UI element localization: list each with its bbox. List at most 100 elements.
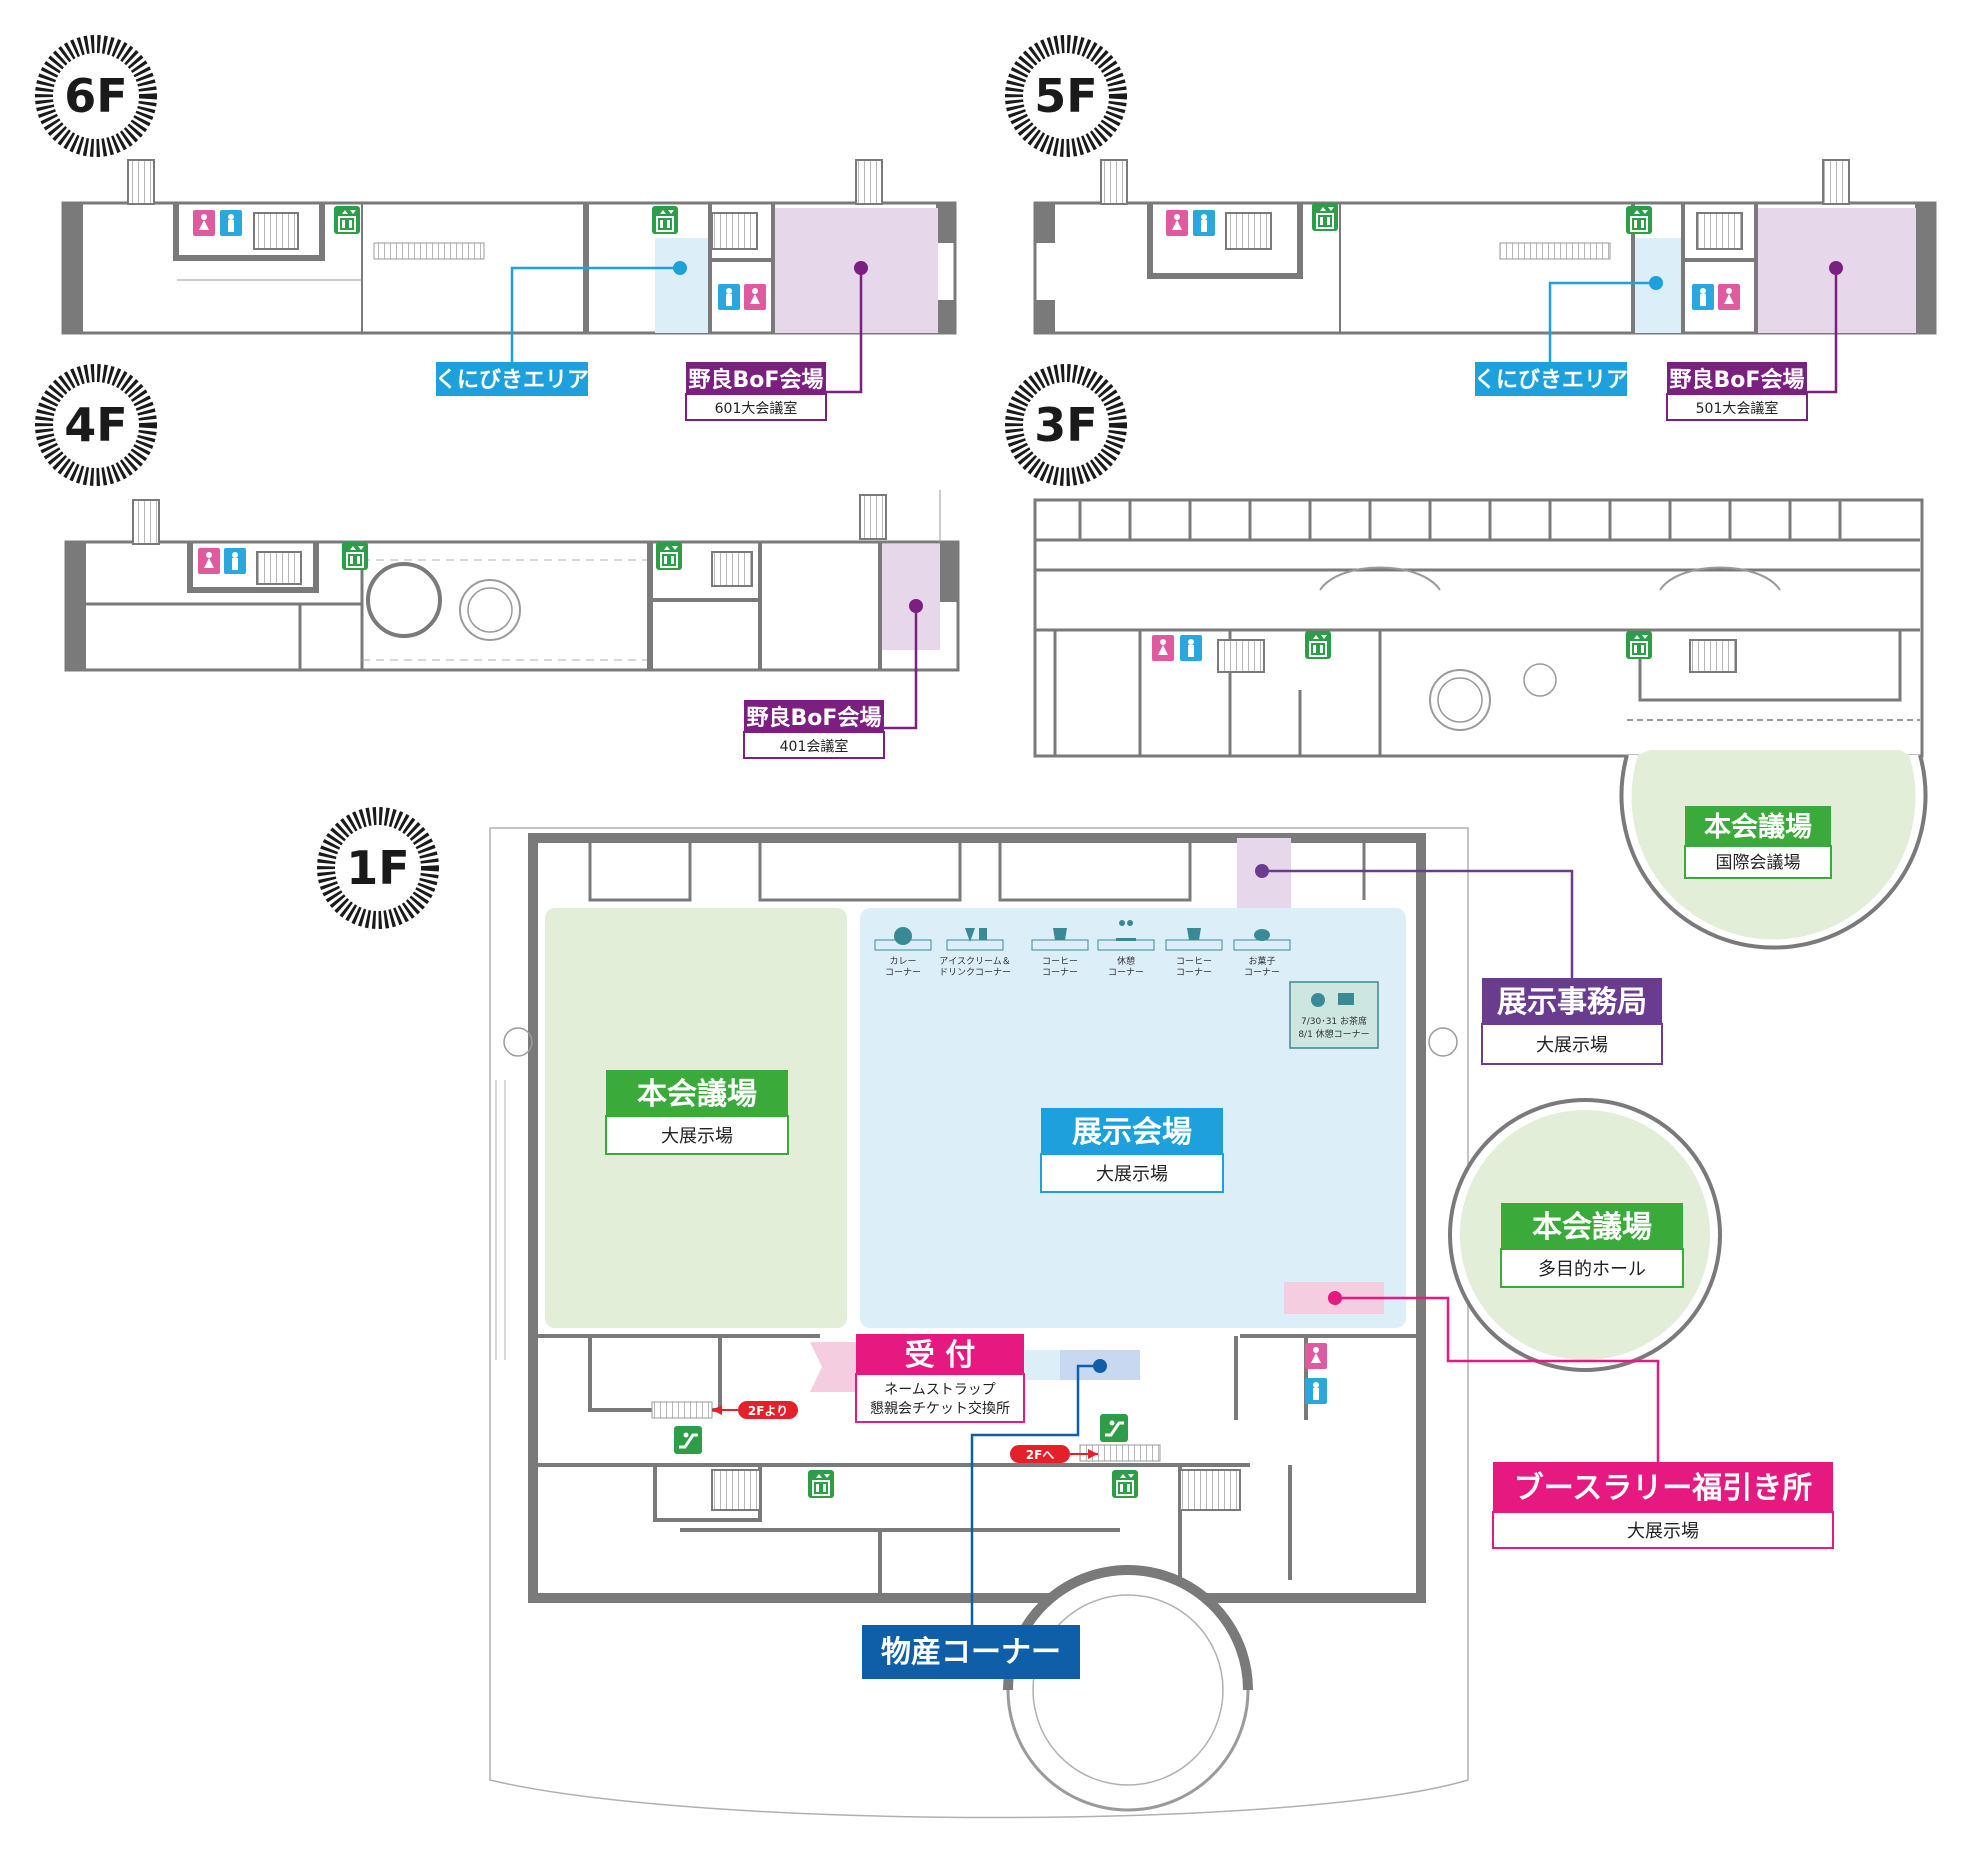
escalator-icon xyxy=(1098,1412,1130,1444)
svg-text:601大会議室: 601大会議室 xyxy=(715,400,798,417)
svg-text:2Fより: 2Fより xyxy=(748,1404,788,1418)
svg-text:ブースラリー福引き所: ブースラリー福引き所 xyxy=(1514,1471,1813,1506)
elevator-icon xyxy=(651,205,679,235)
svg-text:ドリンクコーナー: ドリンクコーナー xyxy=(939,967,1011,978)
reception-label: 受 付 ネームストラップ 懇親会チケット交換所 xyxy=(855,1334,1025,1423)
svg-text:受 付: 受 付 xyxy=(905,1338,975,1373)
exhibition-office-label: 展示事務局 大展示場 xyxy=(1481,978,1663,1065)
elevator-icon xyxy=(655,541,683,571)
svg-text:501大会議室: 501大会議室 xyxy=(1696,400,1779,417)
svg-text:401会議室: 401会議室 xyxy=(780,738,849,755)
women-restroom-icon xyxy=(1305,1343,1327,1369)
svg-text:コーヒー: コーヒー xyxy=(1042,956,1078,967)
svg-text:くにびきエリア: くにびきエリア xyxy=(435,368,589,393)
multipurpose-hall-label: 本会議場 多目的ホール xyxy=(1500,1203,1684,1288)
svg-text:大展示場: 大展示場 xyxy=(1536,1035,1608,1056)
men-restroom-icon xyxy=(718,284,740,310)
svg-text:コーヒー: コーヒー xyxy=(1176,956,1212,967)
elevator-icon xyxy=(1311,202,1339,232)
food-corner-row: カレー コーナー アイスクリーム＆ ドリンクコーナー コーヒー コーナー 休憩 … xyxy=(874,920,1291,978)
elevator-icon xyxy=(807,1469,835,1499)
svg-text:多目的ホール: 多目的ホール xyxy=(1538,1259,1646,1280)
floor-badge-1f: 1F xyxy=(326,816,430,920)
curry-icon xyxy=(894,927,912,945)
coffee-corner-2: コーヒー コーナー xyxy=(1165,928,1223,978)
svg-text:アイスクリーム＆: アイスクリーム＆ xyxy=(939,956,1010,967)
rest-icon xyxy=(1338,993,1354,1005)
curry-corner: カレー コーナー xyxy=(874,927,932,978)
svg-text:大展示場: 大展示場 xyxy=(1627,1521,1699,1542)
men-restroom-icon xyxy=(1692,284,1714,310)
women-restroom-icon xyxy=(198,548,220,574)
floor-badge-3f: 3F xyxy=(1014,373,1118,477)
elevator-icon xyxy=(333,205,361,235)
men-restroom-icon xyxy=(1180,635,1202,661)
svg-text:物産コーナー: 物産コーナー xyxy=(881,1635,1061,1670)
floor-6f: 6F くにびきエリア xyxy=(44,44,957,421)
svg-text:展示事務局: 展示事務局 xyxy=(1497,985,1647,1020)
svg-text:コーナー: コーナー xyxy=(1042,967,1078,978)
main-hall-label-1f: 本会議場 大展示場 xyxy=(605,1070,789,1155)
floor-badge-5f: 5F xyxy=(1014,44,1118,148)
svg-text:展示会場: 展示会場 xyxy=(1072,1115,1192,1150)
floor-3f: 3F 本会議場 国際会議場 xyxy=(1014,373,1928,950)
women-restroom-icon xyxy=(744,284,766,310)
to-2f-sign: 2Fへ xyxy=(1010,1445,1098,1463)
local-products-corner-label: 物産コーナー xyxy=(862,1625,1080,1679)
main-hall-label-3f: 本会議場 国際会議場 xyxy=(1684,806,1832,879)
icecream-drink-corner: アイスクリーム＆ ドリンクコーナー xyxy=(939,928,1011,978)
floor-1f: 1F xyxy=(326,816,1834,1819)
rest-corner: 休憩 コーナー xyxy=(1097,920,1155,978)
men-restroom-icon xyxy=(1305,1378,1327,1404)
men-restroom-icon xyxy=(224,548,246,574)
svg-text:3F: 3F xyxy=(1034,398,1097,452)
svg-text:お菓子: お菓子 xyxy=(1248,955,1275,967)
bof-venue-label-4f: 野良BoF会場 401会議室 xyxy=(743,700,885,759)
elevator-icon xyxy=(1304,630,1332,660)
exhibit-hall-label: 展示会場 大展示場 xyxy=(1040,1108,1224,1193)
svg-text:コーナー: コーナー xyxy=(1244,967,1280,978)
floor-badge-4f: 4F xyxy=(44,373,148,477)
men-restroom-icon xyxy=(1193,210,1215,236)
elevator-icon xyxy=(1625,630,1653,660)
floor-4f: 4F 野良BoF会場 401会議室 xyxy=(44,373,960,759)
sweets-corner: お菓子 コーナー xyxy=(1233,929,1291,978)
svg-text:野良BoF会場: 野良BoF会場 xyxy=(747,705,882,731)
booth-rally-lottery-label: ブースラリー福引き所 大展示場 xyxy=(1492,1462,1834,1549)
tea-rest-corner: 7/30･31 お茶席 8/1 休憩コーナー xyxy=(1289,981,1379,1049)
svg-text:カレー: カレー xyxy=(889,956,916,967)
escalator-icon xyxy=(672,1424,704,1456)
kunibiki-area-label-6f: くにびきエリア xyxy=(435,362,589,396)
svg-text:2Fへ: 2Fへ xyxy=(1026,1448,1055,1462)
men-restroom-icon xyxy=(220,210,242,236)
svg-text:5F: 5F xyxy=(1034,69,1097,123)
svg-text:コーナー: コーナー xyxy=(885,967,921,978)
kunibiki-area-label-5f: くにびきエリア xyxy=(1474,362,1628,396)
svg-text:懇親会チケット交換所: 懇親会チケット交換所 xyxy=(870,1400,1010,1417)
elevator-icon xyxy=(1111,1469,1139,1499)
women-restroom-icon xyxy=(1166,210,1188,236)
svg-text:休憩: 休憩 xyxy=(1117,955,1135,967)
svg-text:本会議場: 本会議場 xyxy=(1704,812,1812,843)
women-restroom-icon xyxy=(1718,284,1740,310)
svg-text:大展示場: 大展示場 xyxy=(661,1126,733,1147)
from-2f-sign: 2Fより xyxy=(712,1401,798,1419)
svg-text:国際会議場: 国際会議場 xyxy=(1716,853,1801,873)
svg-text:野良BoF会場: 野良BoF会場 xyxy=(689,367,824,393)
coffee-corner: コーヒー コーナー xyxy=(1031,928,1089,978)
icecream-icon xyxy=(965,928,987,942)
floor-badge-6f: 6F xyxy=(44,44,148,148)
svg-text:6F: 6F xyxy=(64,69,127,123)
coffee-icon xyxy=(1187,928,1201,940)
elevator-icon xyxy=(341,541,369,571)
svg-text:8/1 休憩コーナー: 8/1 休憩コーナー xyxy=(1298,1028,1369,1040)
women-restroom-icon xyxy=(1152,635,1174,661)
svg-text:4F: 4F xyxy=(64,398,127,452)
svg-text:コーナー: コーナー xyxy=(1176,967,1212,978)
coffee-icon xyxy=(1053,928,1067,940)
elevator-icon xyxy=(1625,205,1653,235)
svg-text:本会議場: 本会議場 xyxy=(1532,1210,1652,1245)
tea-icon xyxy=(1311,993,1325,1007)
women-restroom-icon xyxy=(193,210,215,236)
